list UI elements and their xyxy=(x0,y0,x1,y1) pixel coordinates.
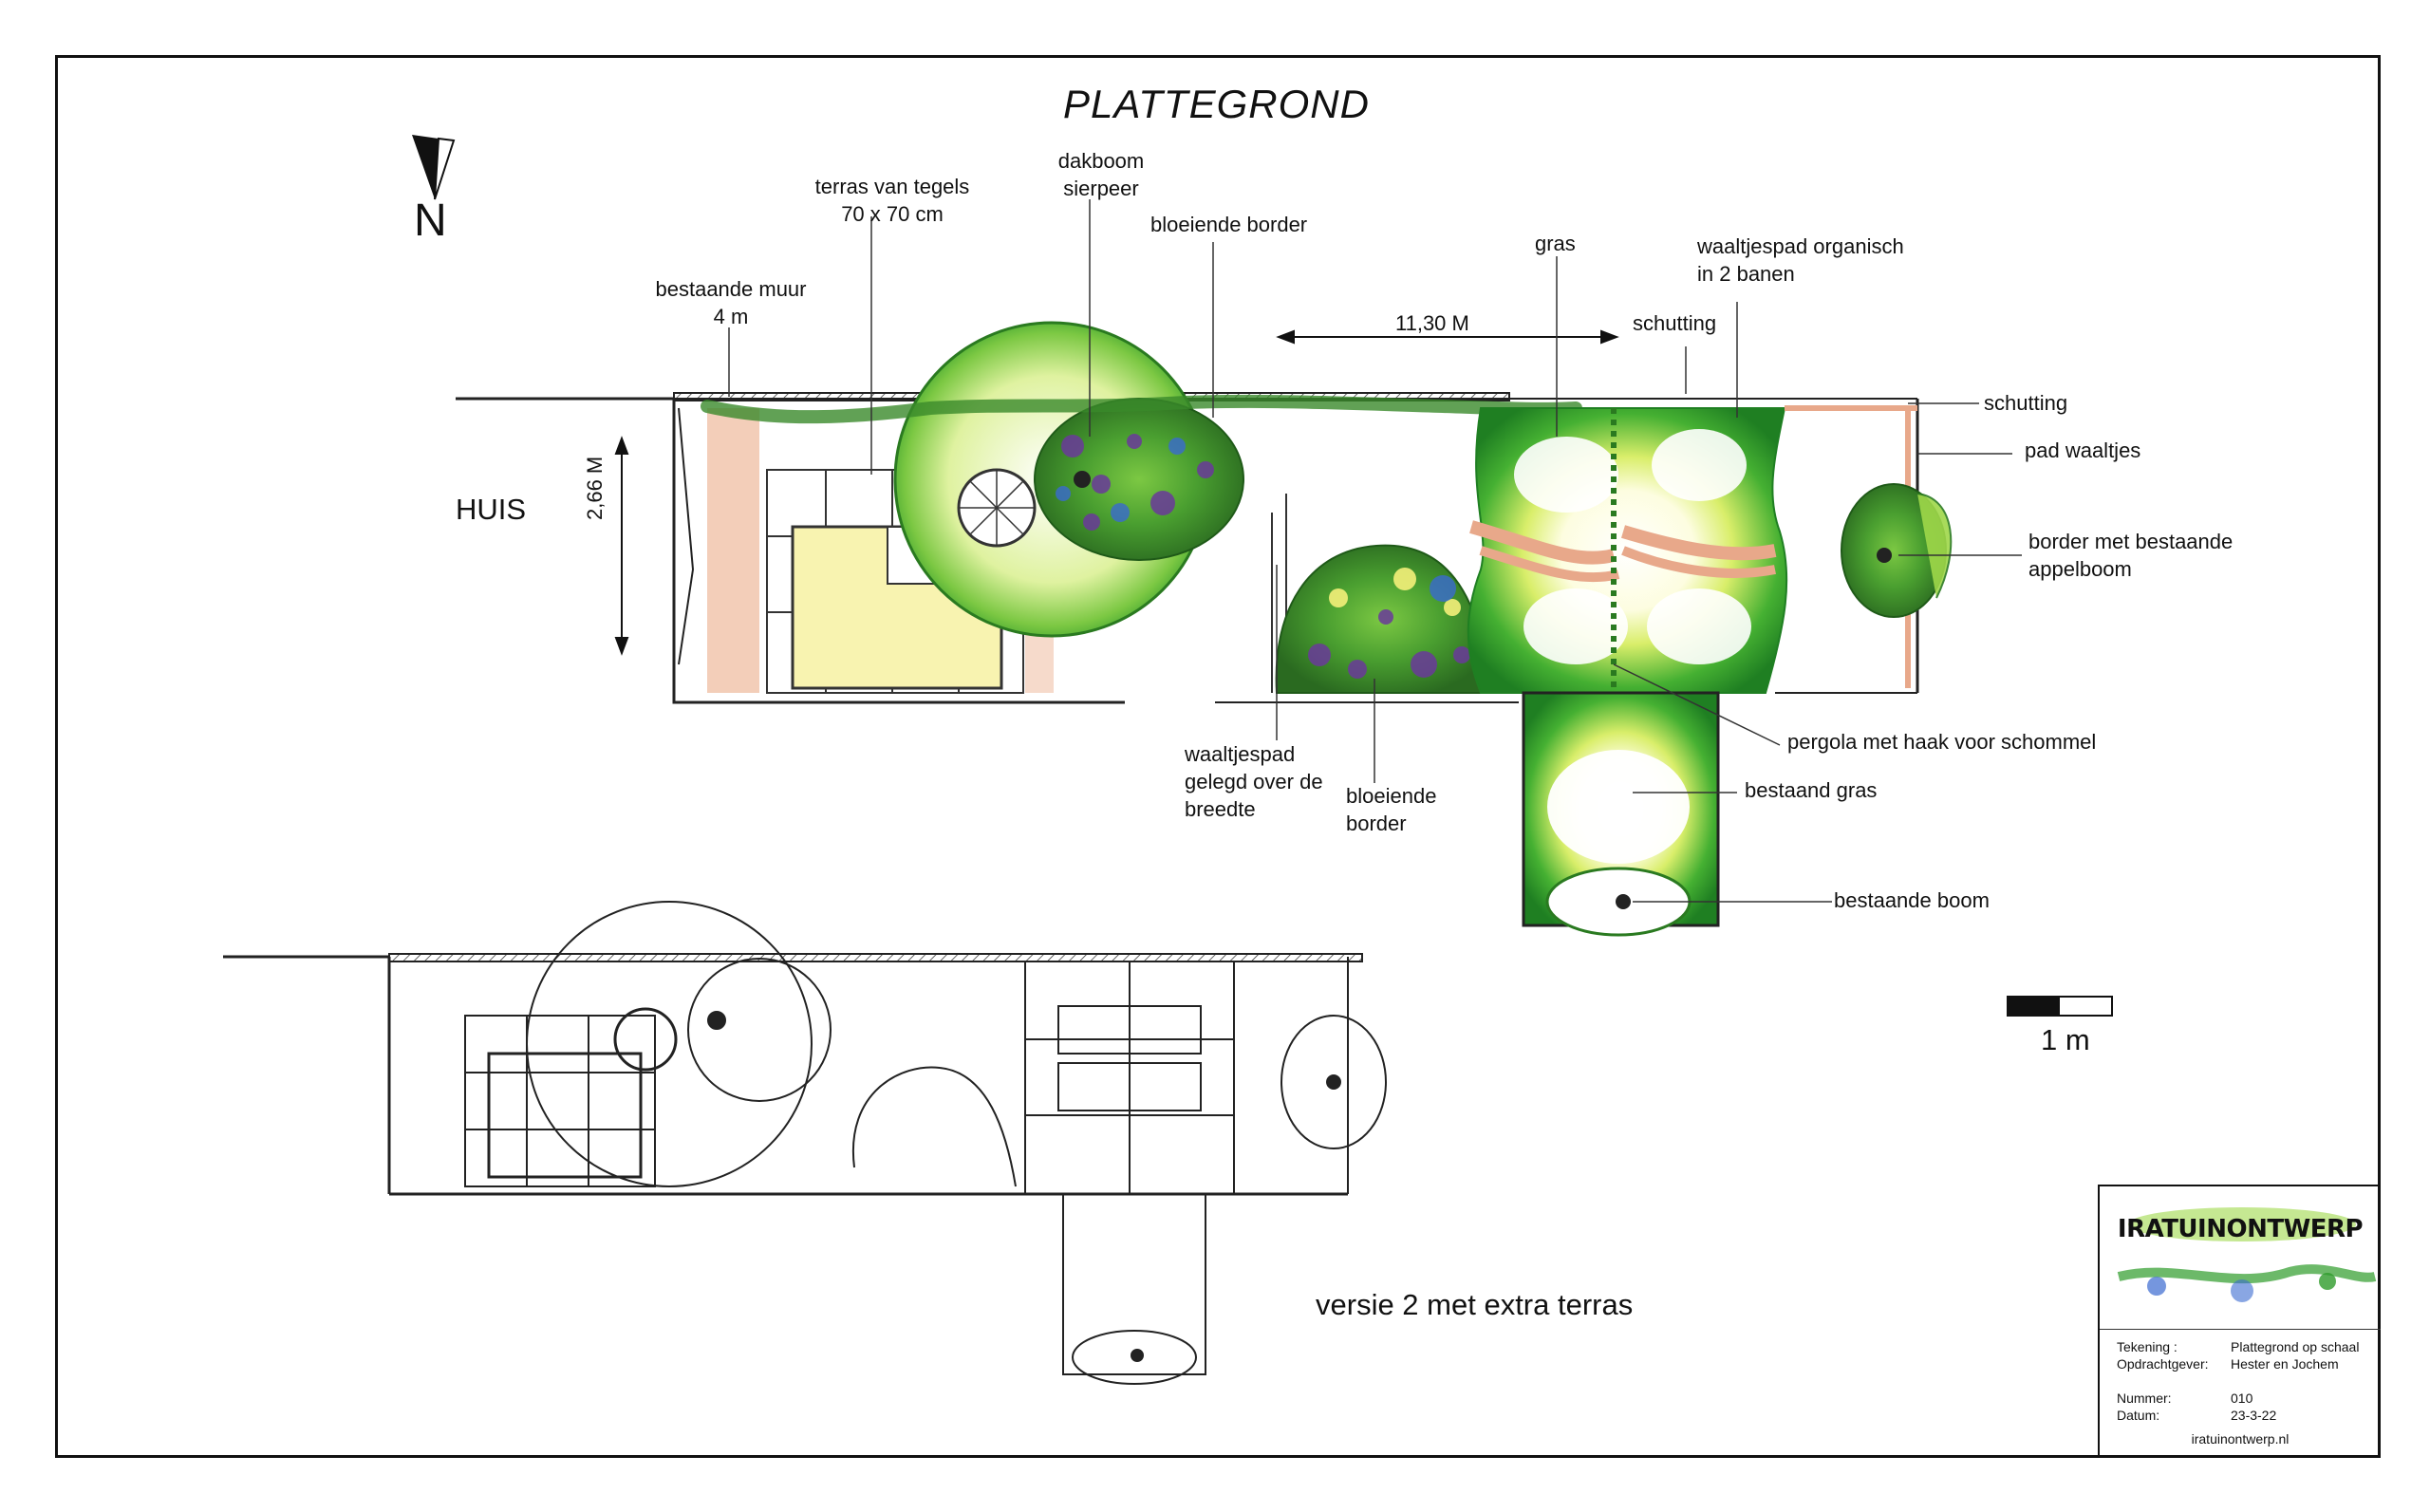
dim-width-label: 2,66 M xyxy=(583,456,607,520)
label-existing-tree: bestaande boom xyxy=(1834,888,1990,912)
leader-lines xyxy=(728,199,2022,903)
tb-key-drawing: Tekening : xyxy=(2117,1339,2178,1354)
tb-key-client: Opdrachtgever: xyxy=(2117,1356,2209,1372)
brand-logo: IRATUINONTWERP xyxy=(2100,1186,2381,1330)
label-apple-border: border met bestaande appelboom xyxy=(2028,530,2234,581)
label-existing-wall: bestaande muur 4 m xyxy=(655,277,807,328)
label-brick-path: pad waaltjes xyxy=(2025,439,2141,462)
house-label: HUIS xyxy=(456,493,527,526)
drawing-frame xyxy=(55,55,2381,1458)
label-tile-terrace: terras van tegels 70 x 70 cm xyxy=(814,175,970,226)
scale-label: 1 m xyxy=(2041,1023,2090,1056)
tb-val-date: 23-3-22 xyxy=(2231,1408,2277,1423)
label-path-width: waaltjespad gelegd over de breedte xyxy=(1185,742,1323,821)
label-flowering-border-bottom: bloeiende border xyxy=(1346,784,1437,835)
label-fence-top: schutting xyxy=(1633,311,1717,335)
page-title: PLATTEGROND xyxy=(1063,82,1370,126)
dimension-lines xyxy=(614,329,1619,656)
label-flowering-border-top: bloeiende border xyxy=(1150,213,1308,236)
north-arrow-icon xyxy=(412,135,456,200)
label-roof-tree: dakboom sierpeer xyxy=(1057,149,1145,200)
dim-length-label: 11,30 M xyxy=(1395,311,1469,335)
label-organic-path: waaltjespad organisch in 2 banen xyxy=(1697,234,1904,286)
tb-key-date: Datum: xyxy=(2117,1408,2160,1423)
tb-val-number: 010 xyxy=(2231,1391,2253,1406)
brand-name: IRATUINONTWERP xyxy=(2117,1215,2364,1243)
version2-plan xyxy=(223,901,1387,1385)
north-label: N xyxy=(414,196,447,246)
label-pergola: pergola met haak voor schommel xyxy=(1787,730,2097,754)
tb-url: iratuinontwerp.nl xyxy=(2191,1431,2290,1447)
tree-trunk-marker xyxy=(1074,471,1091,488)
scale-bar xyxy=(2007,996,2113,1017)
tb-val-client: Hester en Jochem xyxy=(2231,1356,2339,1372)
label-grass: gras xyxy=(1535,232,1576,255)
label-fence-right: schutting xyxy=(1984,391,2068,415)
flowering-border-top xyxy=(1034,398,1244,561)
title-block: IRATUINONTWERP Tekening : Plattegrond op… xyxy=(2098,1185,2381,1458)
version2-label: versie 2 met extra terras xyxy=(1316,1288,1634,1321)
tb-key-number: Nummer: xyxy=(2117,1391,2172,1406)
label-existing-grass: bestaand gras xyxy=(1745,778,1878,802)
tb-val-drawing: Plattegrond op schaal xyxy=(2231,1339,2360,1354)
